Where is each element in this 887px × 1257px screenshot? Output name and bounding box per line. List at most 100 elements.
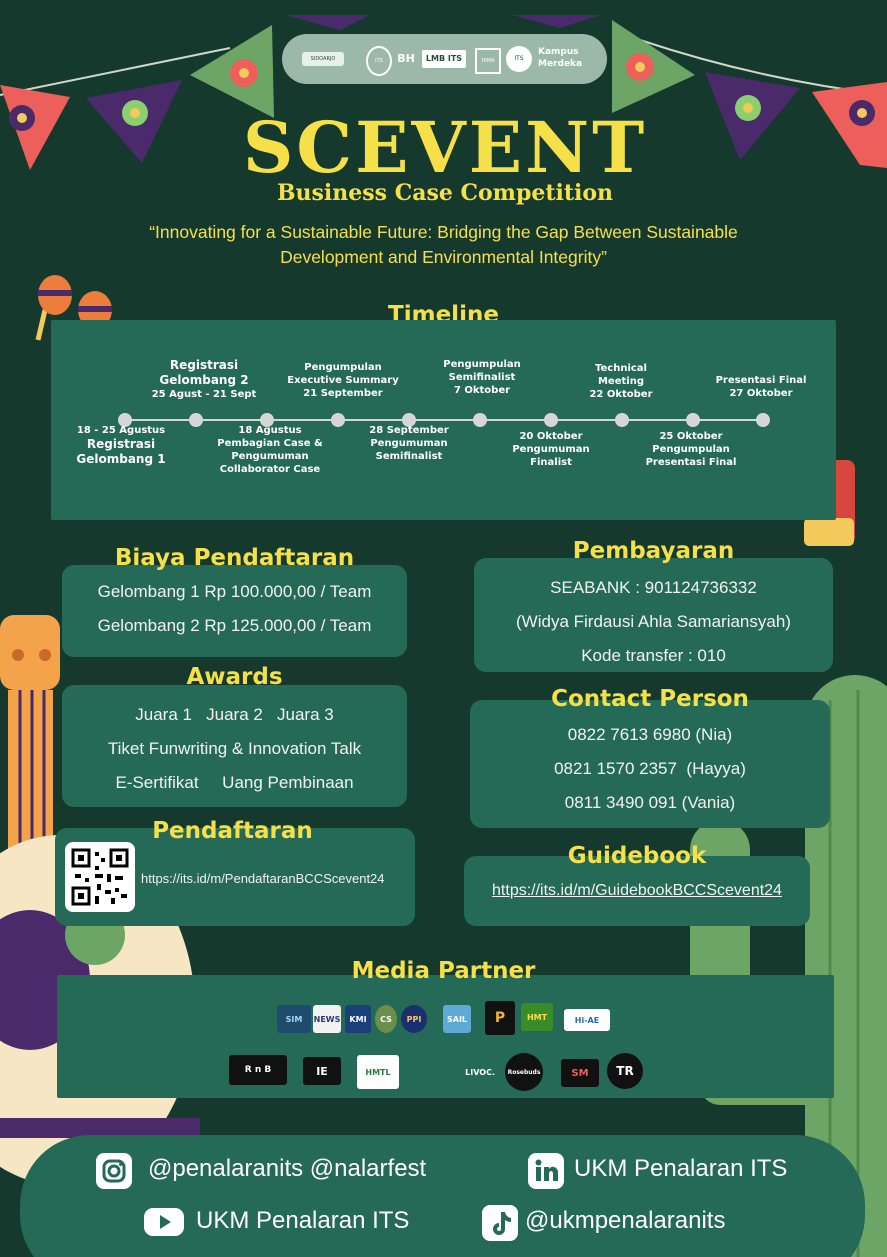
awards-line: Tiket Funwriting & Innovation Talk bbox=[107, 739, 362, 758]
tiktok-icon[interactable] bbox=[482, 1205, 518, 1241]
sponsor-logo: SIDOARJO bbox=[302, 52, 344, 66]
qr-code-icon bbox=[71, 848, 129, 906]
timeline-event-label: Technical bbox=[595, 363, 647, 374]
media-partner-logo: IE bbox=[303, 1057, 341, 1085]
timeline-event: Registrasi Gelombang 2 25 Agust - 21 Sep… bbox=[151, 358, 257, 401]
media-partner-logo: HMT bbox=[521, 1003, 553, 1031]
timeline-dot bbox=[473, 413, 487, 427]
timeline-dot bbox=[189, 413, 203, 427]
social-footer: @penalaranits @nalarfest UKM Penalaran I… bbox=[20, 1135, 865, 1257]
timeline-event: 28 September Pengumuman Semifinalist bbox=[357, 424, 461, 463]
tiktok-handle[interactable]: @ukmpenalaranits bbox=[525, 1207, 726, 1234]
timeline-event-label: Pengumuman bbox=[512, 444, 590, 455]
media-partner-heading: Media Partner bbox=[351, 958, 536, 984]
guidebook-link[interactable]: https://its.id/m/GuidebookBCCScevent24 bbox=[492, 882, 782, 899]
sponsor-logo: HIMA bbox=[475, 48, 501, 74]
timeline-event-date: 25 Oktober bbox=[659, 431, 723, 442]
media-partner-logo: PPI bbox=[401, 1005, 427, 1033]
timeline-event-date: 27 Oktober bbox=[729, 388, 793, 399]
timeline-event-label: Finalist bbox=[530, 457, 572, 468]
timeline-event-label: Pengumpulan bbox=[443, 359, 521, 370]
media-partner-logo: CS bbox=[375, 1005, 397, 1033]
timeline-event: Presentasi Final 27 Oktober bbox=[706, 374, 816, 400]
media-partner-logo: SIM bbox=[277, 1005, 311, 1033]
timeline-event-label: Semifinalist bbox=[448, 372, 516, 383]
media-partner-logo: Rosebuds bbox=[505, 1053, 543, 1091]
instagram-icon[interactable] bbox=[96, 1153, 132, 1189]
fee-line: Gelombang 1 Rp 100.000,00 / Team bbox=[97, 582, 372, 601]
contact-line: 0811 3490 091 (Vania) bbox=[564, 793, 736, 812]
qr-code[interactable] bbox=[65, 842, 135, 912]
sponsor-logo: ITS bbox=[506, 46, 532, 72]
youtube-icon[interactable] bbox=[144, 1205, 184, 1239]
timeline-event: 18 Agustus Pembagian Case & Pengumuman C… bbox=[211, 424, 329, 476]
timeline-event-label: Meeting bbox=[597, 376, 644, 387]
timeline-event-label: Pengumuman bbox=[370, 438, 448, 449]
sponsor-logo: ITS bbox=[366, 46, 392, 76]
media-partner-logo: KMI bbox=[345, 1005, 371, 1033]
timeline-event-label: Pengumpulan bbox=[304, 362, 382, 373]
guidebook-heading: Guidebook bbox=[567, 843, 707, 869]
sponsor-logo: Kampus Merdeka bbox=[538, 47, 583, 69]
media-partner-logo: LIVOC. bbox=[465, 1067, 495, 1077]
event-tagline: “Innovating for a Sustainable Future: Br… bbox=[60, 220, 827, 270]
payment-panel: SEABANK : 901124736332 (Widya Firdausi A… bbox=[474, 558, 833, 672]
timeline-dot bbox=[756, 413, 770, 427]
contact-line: 0822 7613 6980 (Nia) bbox=[567, 725, 733, 744]
bunting-flag-red bbox=[0, 85, 70, 170]
timeline-dot bbox=[402, 413, 416, 427]
timeline-dot bbox=[686, 413, 700, 427]
bunting-flag-red-right bbox=[812, 82, 887, 168]
timeline-event-label: Pengumpulan bbox=[652, 444, 730, 455]
media-partner-logo: HMTL bbox=[357, 1055, 399, 1089]
timeline-dot bbox=[331, 413, 345, 427]
timeline-dot bbox=[615, 413, 629, 427]
timeline-dot bbox=[118, 413, 132, 427]
awards-heading: Awards bbox=[186, 664, 283, 690]
registration-heading: Pendaftaran bbox=[152, 818, 313, 844]
media-partner-logo: SAIL bbox=[443, 1005, 471, 1033]
sponsor-logos-bar: SIDOARJO ITS BH LMB ITS HIMA ITS Kampus … bbox=[282, 34, 607, 84]
media-partner-logo: R n B bbox=[229, 1055, 287, 1085]
bunting-flag-top-purple bbox=[285, 15, 600, 30]
payment-heading: Pembayaran bbox=[572, 538, 735, 564]
registration-link[interactable]: https://its.id/m/PendaftaranBCCScevent24 bbox=[141, 871, 385, 886]
youtube-name[interactable]: UKM Penalaran ITS bbox=[196, 1207, 410, 1234]
bunting-flag-green-right bbox=[612, 20, 695, 113]
tagline-line: “Innovating for a Sustainable Future: Br… bbox=[149, 222, 738, 242]
timeline-event: 20 Oktober Pengumuman Finalist bbox=[501, 430, 601, 469]
contact-line: 0821 1570 2357 (Hayya) bbox=[554, 759, 746, 778]
timeline-event-label: Presentasi Final bbox=[645, 457, 737, 468]
event-subtitle: Business Case Competition bbox=[276, 180, 614, 206]
registration-panel: https://its.id/m/PendaftaranBCCScevent24 bbox=[55, 828, 415, 926]
media-partner-logo: NEWS bbox=[313, 1005, 341, 1033]
fee-line: Gelombang 2 Rp 125.000,00 / Team bbox=[97, 616, 372, 635]
fee-heading: Biaya Pendaftaran bbox=[114, 545, 355, 571]
tagline-line: Development and Environmental Integrity” bbox=[280, 247, 607, 267]
linkedin-icon[interactable] bbox=[528, 1153, 564, 1189]
bunting-flag-purple bbox=[86, 80, 182, 163]
timeline-event-date: 18 Agustus bbox=[238, 425, 302, 436]
media-partner-panel: SIM NEWS KMI CS PPI SAIL P HMT Hi-AE R n… bbox=[57, 975, 834, 1098]
timeline-event-label: Semifinalist bbox=[375, 451, 443, 462]
instagram-handles[interactable]: @penalaranits @nalarfest bbox=[148, 1155, 427, 1182]
timeline-event: Pengumpulan Semifinalist 7 Oktober bbox=[432, 358, 532, 397]
bunting-flag-purple-right bbox=[705, 72, 800, 160]
payment-holder: (Widya Firdausi Ahla Samariansyah) bbox=[516, 612, 791, 631]
contact-heading: Contact Person bbox=[551, 686, 749, 712]
timeline-event-date: 28 September bbox=[369, 425, 449, 436]
timeline-event-label: Gelombang 2 bbox=[159, 373, 249, 387]
awards-line: Juara 1 Juara 2 Juara 3 bbox=[135, 705, 334, 724]
linkedin-name[interactable]: UKM Penalaran ITS bbox=[574, 1155, 788, 1182]
media-partner-logo: TR bbox=[607, 1053, 643, 1089]
timeline-event: Pengumpulan Executive Summary 21 Septemb… bbox=[283, 361, 403, 400]
guidebook-panel: https://its.id/m/GuidebookBCCScevent24 bbox=[464, 856, 810, 926]
contact-panel: 0822 7613 6980 (Nia) 0821 1570 2357 (Hay… bbox=[470, 700, 830, 828]
payment-bank: SEABANK : 901124736332 bbox=[550, 578, 757, 597]
awards-panel: Juara 1 Juara 2 Juara 3 Tiket Funwriting… bbox=[62, 685, 407, 807]
timeline-event-date: 20 Oktober bbox=[519, 431, 583, 442]
timeline-event-label: Registrasi bbox=[86, 437, 156, 451]
timeline-line bbox=[124, 419, 764, 421]
timeline-event-label: Gelombang 1 bbox=[76, 452, 166, 466]
